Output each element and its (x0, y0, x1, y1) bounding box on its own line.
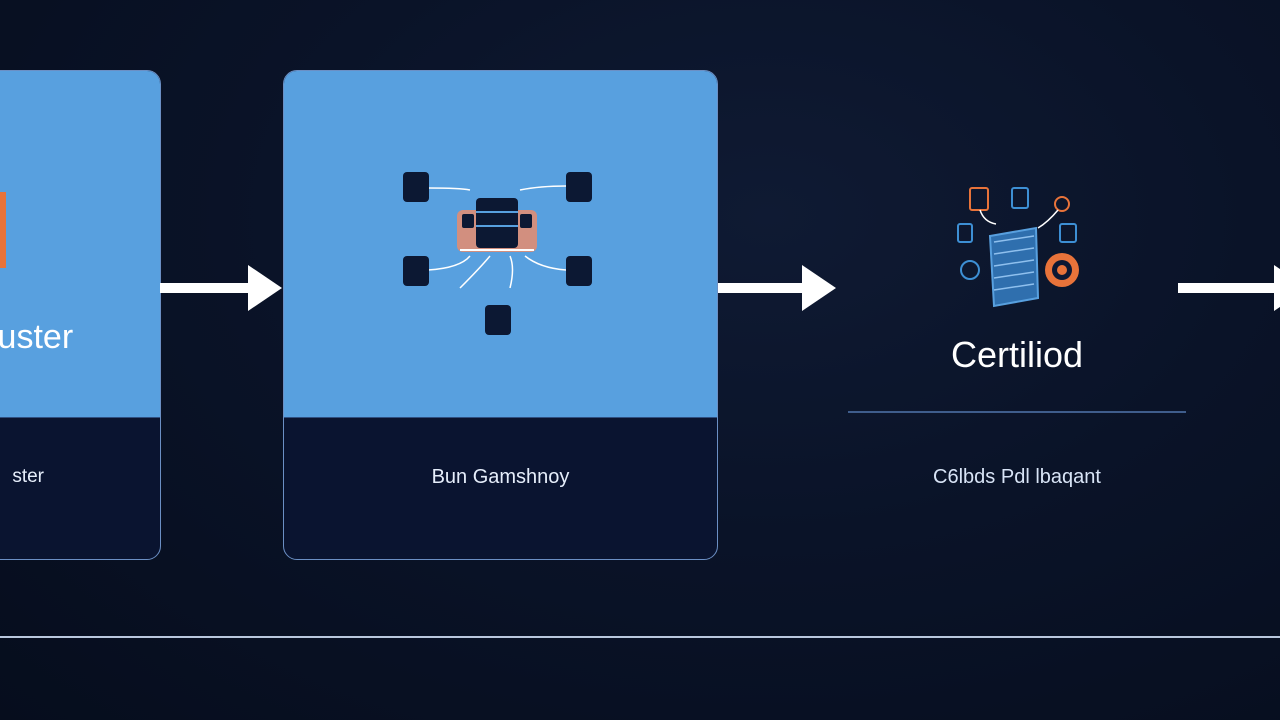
card-divider (284, 417, 717, 418)
cluster-caption: ster (12, 466, 44, 487)
cluster-card (0, 70, 161, 560)
orange-accent-icon (0, 192, 6, 268)
cluster-card-header (0, 71, 160, 417)
card-divider (0, 417, 160, 418)
arrow-right-icon (160, 265, 282, 311)
certified-caption: C6lbds Pdl lbaqant (933, 466, 1101, 488)
arrow-right-icon (1178, 265, 1280, 311)
gateway-caption: Bun Gamshnoy (431, 466, 570, 488)
cluster-title: luster (0, 318, 74, 356)
certificate-book-icon (957, 187, 1079, 308)
server-cluster-icon (403, 172, 592, 335)
bottom-divider (0, 636, 1280, 638)
certified-divider (848, 411, 1186, 413)
arrow-right-icon (718, 265, 836, 311)
certified-title: Certiliod (950, 334, 1084, 375)
